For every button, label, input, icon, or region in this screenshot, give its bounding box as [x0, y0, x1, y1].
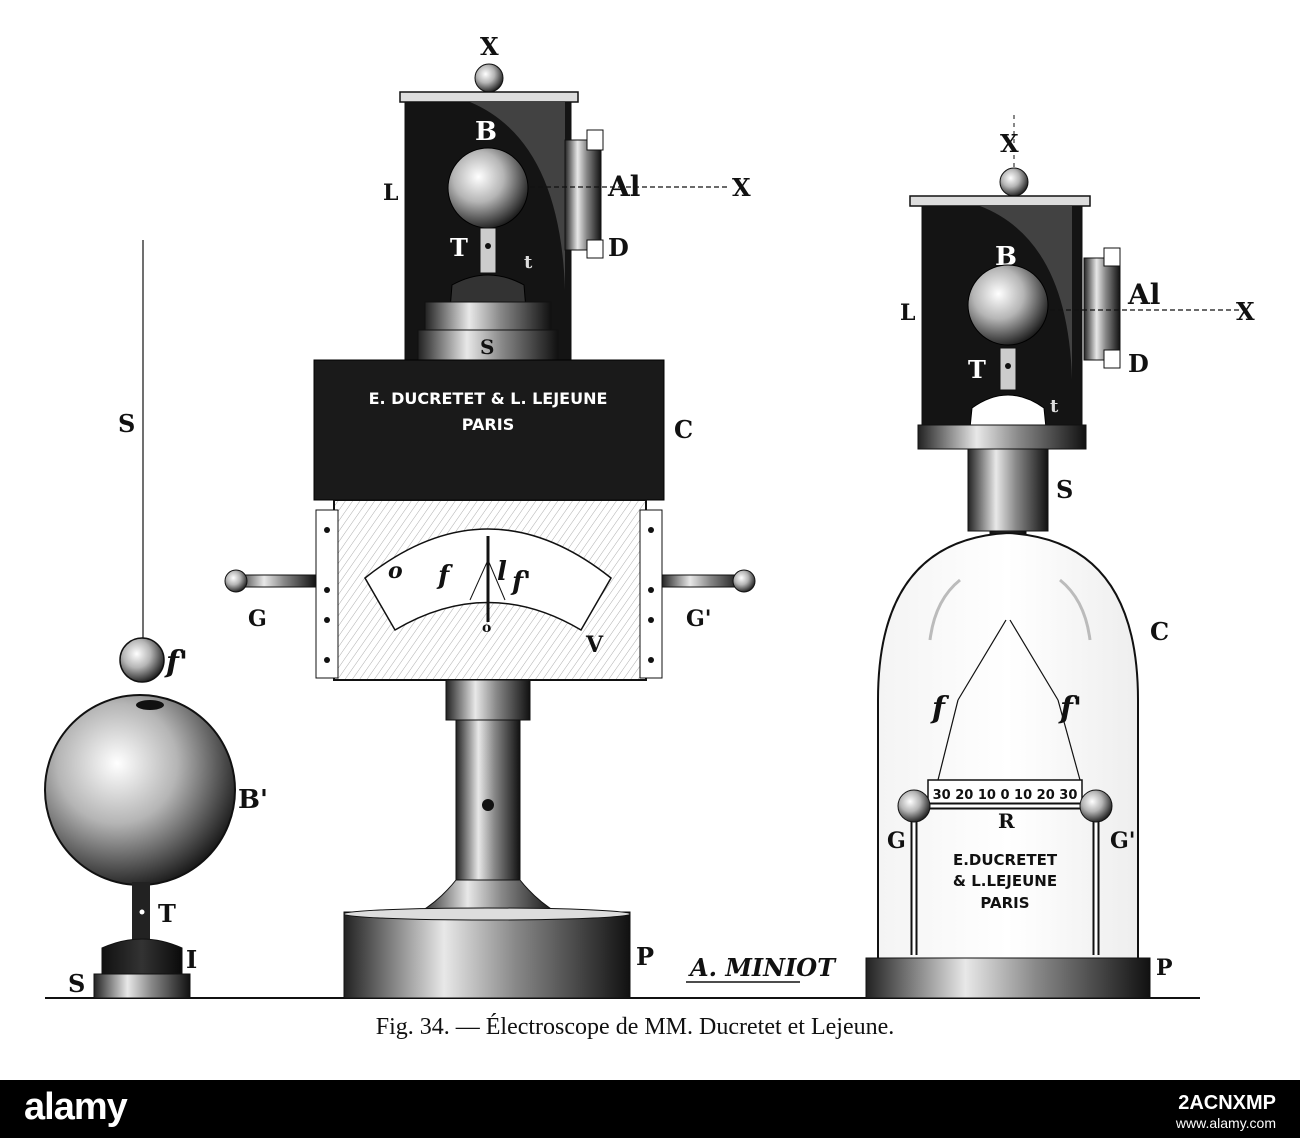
label-X-top-center: X	[480, 32, 499, 61]
label-T-left: T	[158, 899, 176, 928]
label-I-left: I	[186, 945, 197, 974]
left-instrument: S f' B' T I S	[44, 240, 268, 999]
dial-label-f: f	[436, 561, 453, 591]
maker-label-center-line2: PARIS	[462, 415, 514, 434]
side-eyepiece-A-right	[1083, 257, 1121, 361]
inner-sphere-B	[447, 147, 529, 229]
label-P-right: P	[1156, 955, 1173, 981]
large-sphere-B-prime	[44, 694, 236, 886]
dial-label-l: l	[497, 557, 507, 587]
base-P-center	[343, 911, 631, 999]
label-L-right: L	[900, 300, 915, 326]
neck-S	[417, 329, 559, 361]
watermark-bar: alamy 2ACNXMP www.alamy.com	[0, 1080, 1300, 1138]
top-knob-right	[999, 167, 1029, 197]
label-Al-center: Al	[607, 170, 640, 203]
collar-ring	[424, 301, 552, 331]
label-f-prime-right: f'	[1058, 691, 1082, 726]
label-V-center: V	[585, 632, 604, 658]
knob-G-prime	[732, 569, 756, 593]
label-S-top: S	[118, 409, 135, 438]
label-T-right: T	[968, 355, 986, 384]
pillar-collar	[445, 679, 531, 721]
glass-bell-C	[877, 531, 1139, 958]
base-S	[93, 973, 191, 999]
label-P-center: P	[636, 942, 654, 971]
maker-label-center-line1: E. DUCRETET & L. LEJEUNE	[369, 389, 608, 408]
label-T-center: T	[450, 233, 468, 262]
watermark-url: www.alamy.com	[1175, 1115, 1276, 1131]
label-X-right-right: X	[1236, 297, 1255, 326]
label-G-center: G	[248, 606, 267, 632]
cabinet-C	[313, 359, 665, 501]
label-G-prime-right: G'	[1110, 828, 1136, 854]
label-X-top-right: X	[1000, 129, 1019, 158]
label-C-right: C	[1150, 617, 1169, 646]
small-ball-f-prime	[119, 637, 165, 683]
inner-sphere-B-right	[967, 264, 1049, 346]
label-B-center: B	[475, 117, 497, 147]
dial-label-o-bottom: o	[482, 620, 491, 636]
dial-label-f-prime: f'	[510, 567, 531, 597]
sphere-opening	[136, 700, 164, 710]
right-instrument: X L B Al X T t D S I C f f'	[865, 115, 1255, 999]
neck-S-right	[967, 448, 1049, 532]
label-S-bottom: S	[68, 969, 85, 998]
ball-G-right	[897, 789, 931, 823]
label-L-center: L	[383, 180, 398, 206]
label-G-prime-center: G'	[686, 606, 712, 632]
alamy-logo: alamy	[24, 1086, 128, 1128]
scale-R	[927, 779, 1083, 807]
label-B-right: B	[995, 242, 1017, 272]
label-t-center: t	[524, 252, 533, 273]
label-X-right-center: X	[732, 173, 751, 202]
knob-G	[224, 569, 248, 593]
label-D-right: D	[1128, 349, 1149, 378]
label-B-prime: B'	[238, 785, 268, 815]
top-knob	[474, 63, 504, 93]
label-f-prime-left: f'	[164, 645, 188, 680]
scale-numbers: 30 20 10 0 10 20 30	[933, 788, 1078, 803]
label-G-right: G	[887, 828, 906, 854]
insulator-I	[101, 938, 183, 976]
artist-signature: A. MINIOT	[688, 953, 837, 982]
electroscope-engraving: S f' B' T I S X L B Al X T t D	[44, 32, 1255, 1040]
label-D-center: D	[608, 233, 629, 262]
insulating-plug	[449, 274, 527, 311]
side-eyepiece-A	[564, 139, 602, 251]
label-Al-right: Al	[1127, 278, 1160, 311]
maker-label-right-line3: PARIS	[980, 894, 1029, 912]
ball-G-prime-right	[1079, 789, 1113, 823]
center-instrument: X L B Al X T t D S E. DUCRETET & L. LEJE…	[224, 32, 837, 999]
dial-label-o: o	[388, 558, 403, 584]
base-P-right	[865, 957, 1151, 999]
label-S-right: S	[1056, 475, 1073, 504]
rod-T	[479, 227, 497, 274]
lantern-top-rim	[399, 91, 579, 103]
label-S-center: S	[480, 335, 494, 359]
label-t-right: t	[1050, 396, 1059, 417]
figure-caption: Fig. 34. — Électroscope de MM. Ducretet …	[376, 1014, 895, 1040]
maker-label-right-line2: & L.LEJEUNE	[953, 872, 1057, 890]
image-id: 2ACNXMP	[1178, 1092, 1276, 1114]
label-C-center: C	[674, 415, 693, 444]
label-R-right: R	[998, 809, 1015, 833]
maker-label-right-line1: E.DUCRETET	[953, 851, 1058, 869]
